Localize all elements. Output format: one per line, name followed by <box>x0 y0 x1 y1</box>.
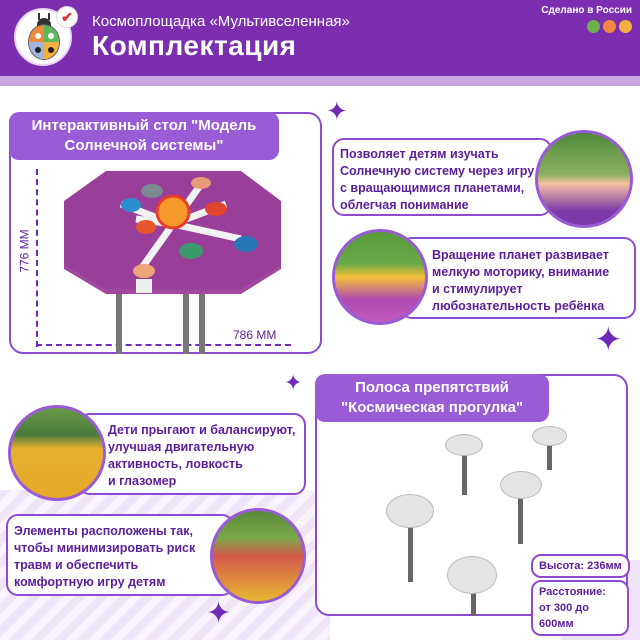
header-strip <box>0 76 640 86</box>
page-title: Комплектация <box>92 30 297 61</box>
made-in-russia-label: Сделано в России <box>541 5 632 16</box>
distance-spec-badge: Расстояние: от 300 до 600мм <box>531 580 629 636</box>
dot-green-icon <box>587 20 600 33</box>
table-info-card-1: Позволяет детям изучать Солнечную систем… <box>332 138 552 216</box>
header-subtitle: Космоплощадка «Мультивселенная» <box>92 13 350 30</box>
table-panel-title: Интерактивный стол "Модель Солнечной сис… <box>9 112 279 160</box>
children-playing-photo <box>535 130 633 228</box>
height-dimension-label: 776 ММ <box>17 229 32 273</box>
boy-playing-photo <box>332 229 428 325</box>
height-spec-badge: Высота: 236мм <box>531 554 630 578</box>
boy-balancing-photo <box>8 405 106 501</box>
header: ✔ Космоплощадка «Мультивселенная» Компле… <box>0 0 640 76</box>
sparkle-icon: ✦ <box>326 96 348 126</box>
sparkle-icon: ✦ <box>206 597 232 630</box>
width-dimension-line <box>36 344 291 346</box>
check-badge-icon: ✔ <box>56 6 78 28</box>
table-info-card-2: Вращение планет развивает мелкую моторик… <box>400 237 636 319</box>
sparkle-icon: ✦ <box>284 370 303 395</box>
height-dimension-line <box>36 169 38 347</box>
dot-orange-icon <box>603 20 616 33</box>
table-panel: Интерактивный стол "Модель Солнечной сис… <box>9 112 322 354</box>
sparkle-icon: ✦ <box>594 321 623 359</box>
kids-stepping-stones-photo <box>210 508 306 604</box>
dot-yellow-icon <box>619 20 632 33</box>
solar-system-table-image <box>64 171 281 354</box>
ladybug-logo-icon <box>14 8 72 66</box>
width-dimension-label: 786 ММ <box>233 328 277 342</box>
obstacle-panel-title: Полоса препятствий "Космическая прогулка… <box>315 374 549 422</box>
obstacle-info-card-2: Элементы расположены так, чтобы минимизи… <box>6 514 234 596</box>
color-dots <box>587 20 632 33</box>
obstacle-info-card-1: Дети прыгают и балансируют, улучшая двиг… <box>78 413 306 495</box>
obstacle-panel: Полоса препятствий "Космическая прогулка… <box>315 374 628 616</box>
